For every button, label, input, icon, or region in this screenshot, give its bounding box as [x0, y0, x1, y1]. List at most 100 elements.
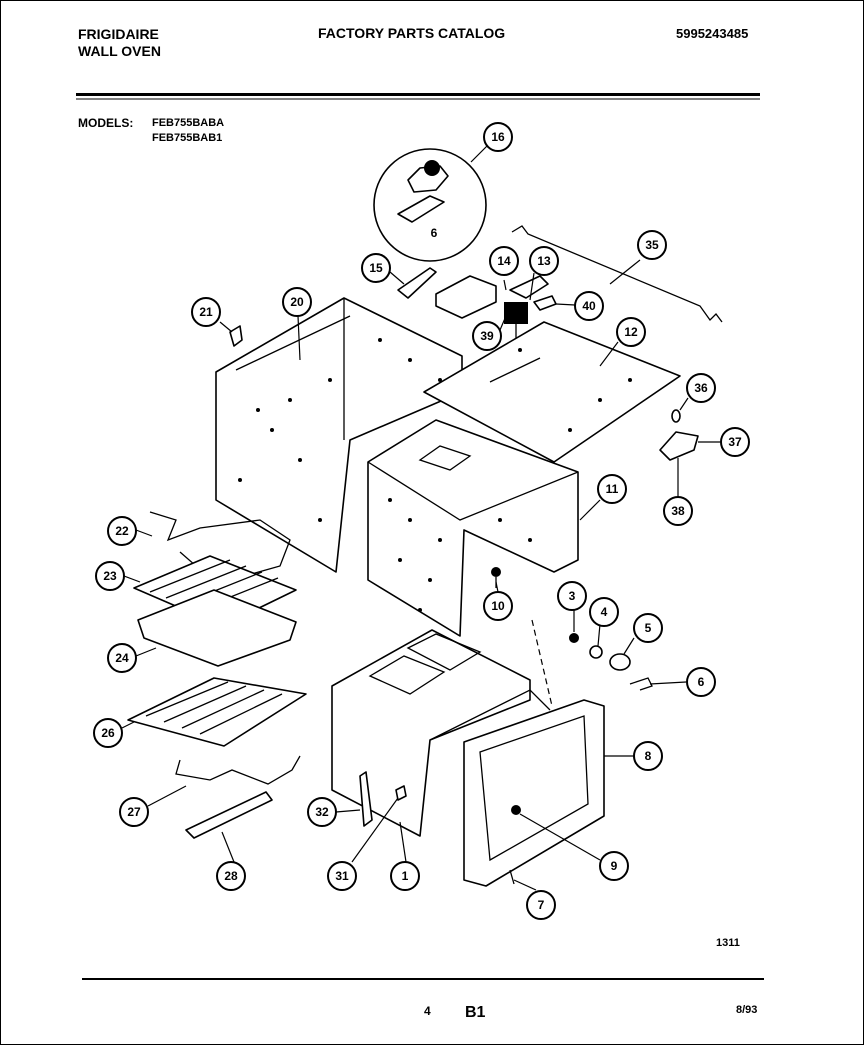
svg-text:13: 13	[537, 254, 551, 268]
svg-text:7: 7	[538, 898, 545, 912]
part-switch-knob	[671, 409, 681, 423]
callout-26: 26	[93, 718, 123, 748]
part-hinge-clip	[395, 785, 407, 801]
catalog-number: 5995243485	[676, 26, 749, 41]
page-number: 4	[424, 1004, 431, 1018]
model-item: FEB755BAB1	[152, 132, 223, 144]
callout-22: 22	[107, 516, 137, 546]
svg-text:5: 5	[645, 621, 652, 635]
svg-text:16: 16	[491, 130, 505, 144]
brand-name: FRIGIDAIRE	[78, 26, 159, 42]
callout-11: 11	[597, 474, 627, 504]
part-back-panel	[215, 297, 463, 573]
callout-13: 13	[529, 246, 559, 276]
part-wire-harness	[511, 225, 723, 323]
page-title: FACTORY PARTS CATALOG	[318, 25, 506, 41]
callout-36: 36	[686, 373, 716, 403]
part-hinge	[359, 771, 373, 827]
callout-27: 27	[119, 797, 149, 827]
part-switch-housing	[659, 431, 699, 461]
callout-16: 16	[483, 122, 513, 152]
part-bake-element	[175, 755, 301, 785]
svg-text:26: 26	[101, 726, 115, 740]
callout-24: 24	[107, 643, 137, 673]
part-screw	[511, 805, 521, 815]
callout-35: 35	[637, 230, 667, 260]
callout-14: 14	[489, 246, 519, 276]
publication-date: 8/93	[736, 1004, 758, 1016]
part-oven-liner	[331, 629, 531, 837]
callout-37: 37	[720, 427, 750, 457]
svg-text:9: 9	[611, 859, 618, 873]
part-top-plate	[423, 321, 681, 463]
model-item: FEB755BABA	[152, 117, 225, 129]
part-switch-block	[435, 275, 497, 319]
part-fitting	[569, 633, 579, 643]
svg-text:10: 10	[491, 599, 505, 613]
brand-block: FRIGIDAIRE WALL OVEN	[78, 26, 161, 60]
part-pin	[509, 869, 515, 885]
svg-text:3: 3	[569, 589, 576, 603]
part-washer	[589, 645, 603, 659]
svg-text:12: 12	[624, 325, 638, 339]
callout-23: 23	[95, 561, 125, 591]
svg-text:28: 28	[224, 869, 238, 883]
inset-detail: 6	[373, 144, 489, 262]
callout-15: 15	[361, 253, 391, 283]
callout-4: 4	[589, 597, 619, 627]
models-label: MODELS:	[78, 116, 134, 130]
svg-text:35: 35	[645, 238, 659, 252]
callout-12: 12	[616, 317, 646, 347]
callout-32: 32	[307, 797, 337, 827]
callout-20: 20	[282, 287, 312, 317]
part-oven-body	[367, 419, 579, 637]
header-rule	[76, 93, 760, 96]
model-list: FEB755BABA FEB755BAB1	[152, 116, 224, 146]
callouts: 16 35 15 14 13 40 21 20 39 12 36 37 38 1…	[93, 122, 750, 920]
part-bracket	[397, 267, 437, 299]
svg-text:38: 38	[671, 504, 685, 518]
callout-7: 7	[526, 890, 556, 920]
part-oven-rack	[127, 677, 307, 747]
svg-text:15: 15	[369, 261, 383, 275]
section-label: B1	[465, 1004, 486, 1021]
part-clip	[533, 295, 557, 311]
svg-text:40: 40	[582, 299, 596, 313]
callout-5: 5	[633, 613, 663, 643]
footer-rule	[82, 978, 764, 980]
svg-text:21: 21	[199, 305, 213, 319]
svg-text:8: 8	[645, 749, 652, 763]
callout-31: 31	[327, 861, 357, 891]
callout-10: 10	[483, 591, 513, 621]
callout-40: 40	[574, 291, 604, 321]
svg-text:4: 4	[601, 605, 608, 619]
svg-text:1: 1	[402, 869, 409, 883]
svg-text:36: 36	[694, 381, 708, 395]
svg-text:11: 11	[606, 482, 619, 496]
part-element-bracket	[185, 791, 273, 839]
svg-text:23: 23	[103, 569, 117, 583]
callout-21: 21	[191, 297, 221, 327]
callout-6: 6	[686, 667, 716, 697]
svg-text:32: 32	[315, 805, 329, 819]
part-broil-pan	[137, 589, 297, 667]
leader-lines	[121, 259, 720, 891]
product-type: WALL OVEN	[78, 43, 161, 59]
part-small-bracket	[509, 275, 549, 299]
callout-1: 1	[390, 861, 420, 891]
svg-text:20: 20	[290, 295, 304, 309]
diagram-code: 1311	[716, 937, 740, 949]
part-clip-21	[229, 325, 243, 347]
callout-28: 28	[216, 861, 246, 891]
svg-text:14: 14	[497, 254, 511, 268]
svg-text:6: 6	[698, 675, 705, 689]
inset-label: 6	[431, 226, 438, 240]
svg-text:37: 37	[728, 435, 742, 449]
svg-text:24: 24	[115, 651, 129, 665]
callout-39: 39	[472, 321, 502, 351]
callout-38: 38	[663, 496, 693, 526]
callout-9: 9	[599, 851, 629, 881]
callout-3: 3	[557, 581, 587, 611]
part-door-frame	[429, 689, 605, 887]
